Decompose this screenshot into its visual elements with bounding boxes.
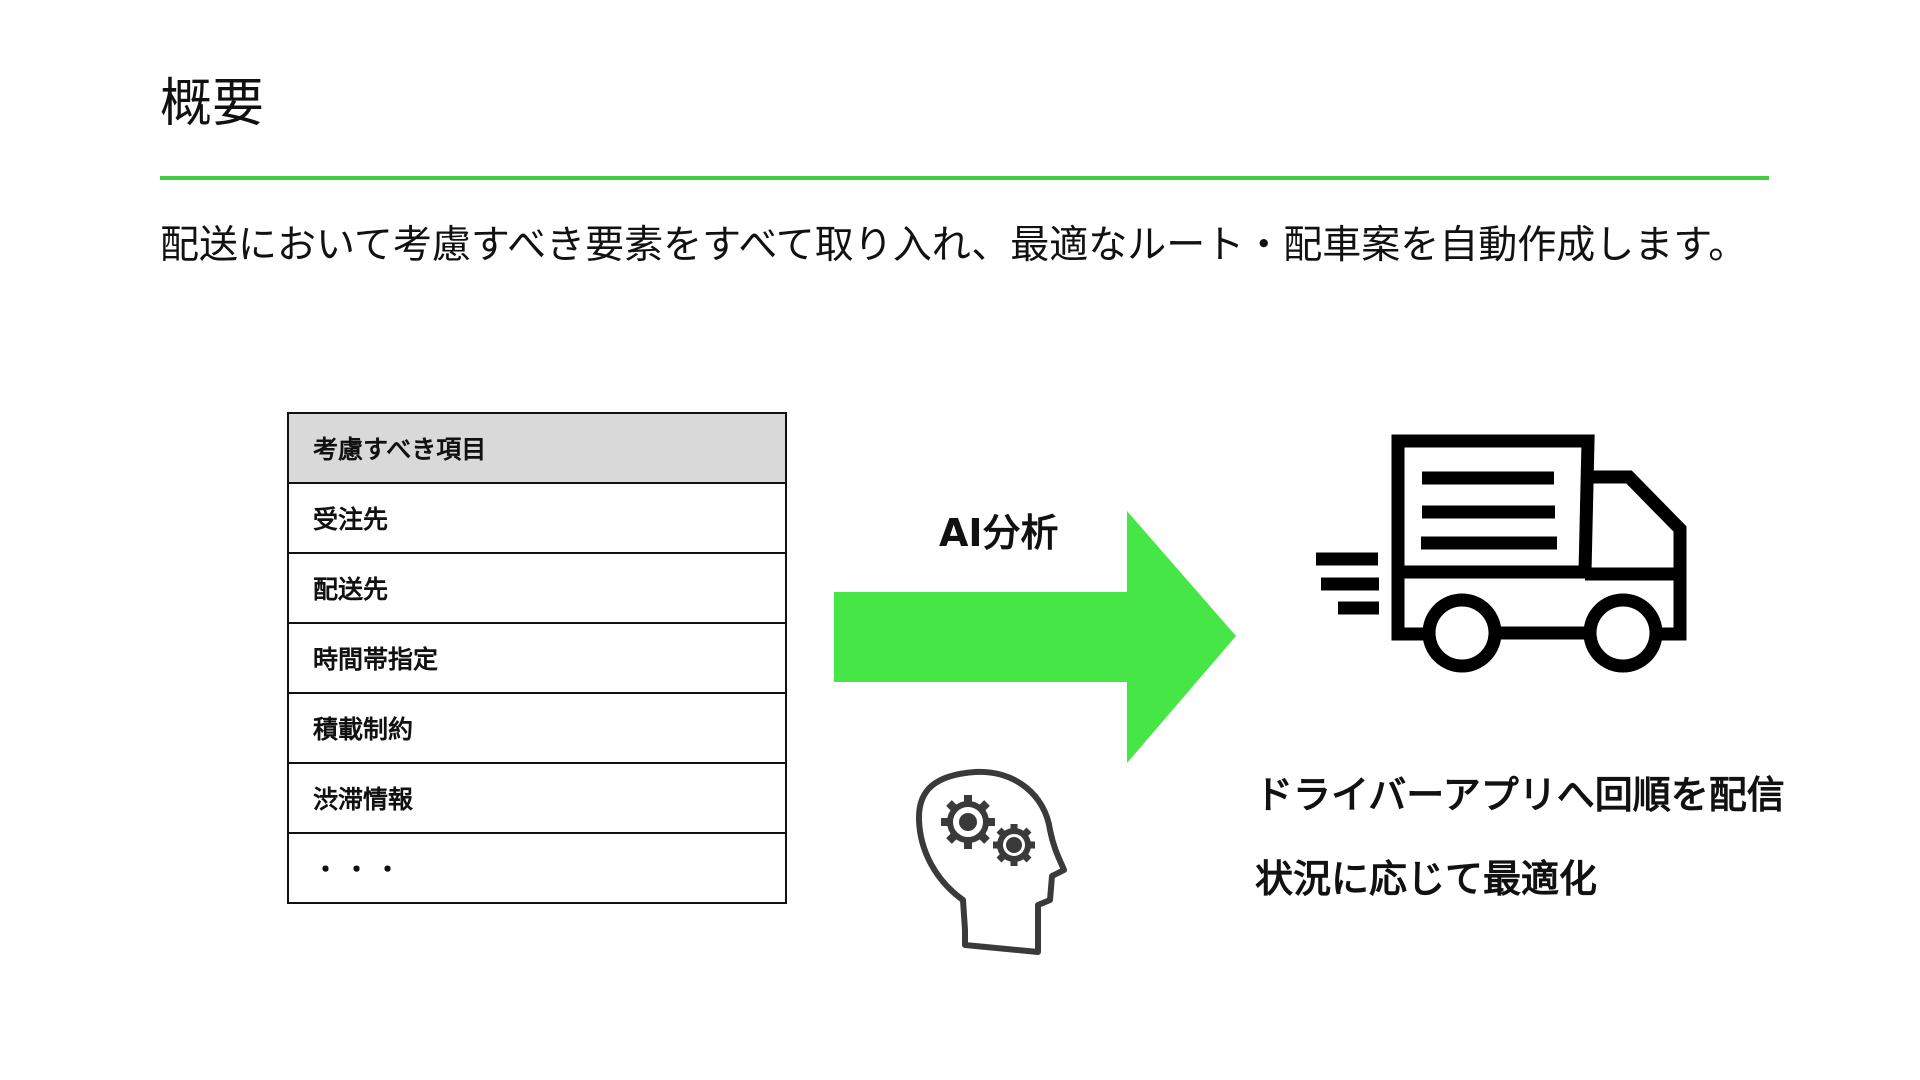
table-row: ・・・ [289,832,785,902]
result-text: ドライバーアプリへ回順を配信 [1255,773,1785,817]
ai-analysis-label: AI分析 [939,511,1059,555]
table-row: 積載制約 [289,692,785,762]
description: 配送において考慮すべき要素をすべて取り入れ、最適なルート・配車案を自動作成します… [160,223,1748,268]
arrow-right-icon [834,511,1236,763]
brain-gears-icon [915,768,1067,955]
table-row: 渋滞情報 [289,762,785,832]
delivery-truck-icon [1316,434,1687,673]
title-divider [160,176,1769,180]
result-text: 状況に応じて最適化 [1255,857,1598,901]
page-title: 概要 [160,74,265,134]
table-row: 受注先 [289,482,785,552]
table-row: 時間帯指定 [289,622,785,692]
table-row: 配送先 [289,552,785,622]
factors-table: 考慮すべき項目 受注先 配送先 時間帯指定 積載制約 渋滞情報 ・・・ [287,412,787,904]
table-header: 考慮すべき項目 [289,414,785,482]
